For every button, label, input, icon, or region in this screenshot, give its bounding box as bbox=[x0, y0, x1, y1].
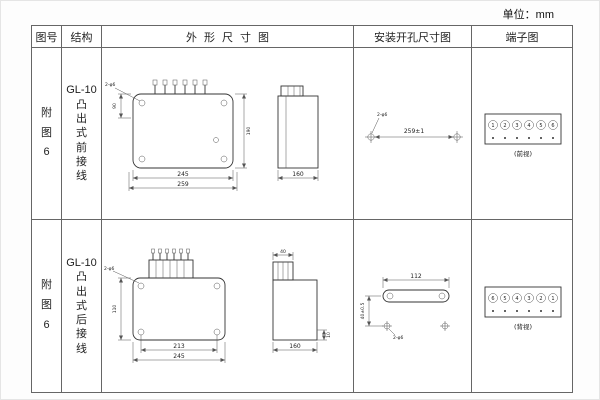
dim-width-outer-label: 245 bbox=[173, 353, 185, 360]
spec-table: 图号 结构 外形尺寸图 安装开孔尺寸图 端子图 附 图 6 GL-10 凸 出 … bbox=[31, 25, 573, 393]
side-view bbox=[277, 85, 318, 168]
dim-width-inner-label: 245 bbox=[177, 171, 189, 178]
front-view bbox=[132, 248, 225, 341]
terminal-number: 4 bbox=[515, 296, 518, 302]
hole-note: 2-φ6 bbox=[393, 335, 403, 341]
terminal-block: 1 2 3 4 5 6 (前视) bbox=[484, 113, 561, 158]
terminal-number: 6 bbox=[551, 123, 554, 129]
header-outline: 外形尺寸图 bbox=[102, 26, 354, 48]
terminal-diagram-row2: 6 5 4 3 2 1 (背视) bbox=[472, 220, 572, 392]
structure-row1: GL-10 凸 出 式 前 接 线 bbox=[62, 48, 102, 220]
terminal-rear-view-svg: 6 5 4 3 2 1 (背视) bbox=[484, 286, 561, 331]
terminal-number: 2 bbox=[503, 123, 506, 129]
dim-height-label: 40±0.5 bbox=[360, 303, 366, 320]
dim-width-inner-label: 213 bbox=[173, 343, 185, 350]
terminal-caption: (背视) bbox=[513, 322, 531, 331]
dimensions: 213 245 110 40 10 bbox=[104, 249, 332, 363]
terminal-diagram-row1: 1 2 3 4 5 6 (前视) bbox=[472, 48, 572, 220]
dimensions: 245 259 90 190 160 bbox=[105, 82, 318, 191]
outline-rear-wiring-svg: 213 245 110 40 10 bbox=[104, 248, 332, 363]
dim-height-top-label: 90 bbox=[112, 103, 118, 109]
hole-note: 2-φ6 bbox=[104, 266, 114, 272]
dim-width-outer-label: 259 bbox=[177, 181, 189, 188]
outline-front-wiring-svg: 245 259 90 190 160 bbox=[105, 79, 318, 191]
outline-drawing-row2: 213 245 110 40 10 bbox=[102, 220, 354, 392]
dim-block-label: 40 bbox=[280, 249, 286, 255]
terminal-number: 1 bbox=[491, 123, 494, 129]
header-figure-no: 图号 bbox=[32, 26, 62, 48]
install-front-wiring-svg: 259±1 2-φ6 bbox=[364, 112, 463, 143]
dim-depth-label: 160 bbox=[292, 171, 304, 178]
header-structure: 结构 bbox=[62, 26, 102, 48]
terminal-number: 3 bbox=[515, 123, 518, 129]
terminal-front-view-svg: 1 2 3 4 5 6 (前视) bbox=[484, 113, 561, 158]
terminal-number: 5 bbox=[503, 296, 506, 302]
side-view bbox=[272, 261, 317, 341]
header-terminal: 端子图 bbox=[472, 26, 572, 48]
hole-note: 2-φ6 bbox=[105, 82, 115, 88]
front-view bbox=[132, 79, 233, 168]
terminal-number: 2 bbox=[539, 296, 542, 302]
dim-depth-label: 160 bbox=[289, 343, 301, 350]
hole-note: 2-φ6 bbox=[377, 112, 387, 118]
dim-height-overall-label: 190 bbox=[246, 126, 252, 135]
dim-span-label: 259±1 bbox=[403, 128, 423, 135]
terminal-number: 3 bbox=[527, 296, 530, 302]
install-drawing-row1: 259±1 2-φ6 bbox=[354, 48, 472, 220]
terminal-block: 6 5 4 3 2 1 (背视) bbox=[484, 286, 561, 331]
dim-small-label: 10 bbox=[326, 332, 332, 338]
install-rear-wiring-svg: 112 40±0.5 2-φ6 bbox=[360, 273, 450, 341]
structure-row2: GL-10 凸 出 式 后 接 线 bbox=[62, 220, 102, 392]
figure-no-row1: 附 图 6 bbox=[32, 48, 62, 220]
terminal-caption: (前视) bbox=[513, 149, 531, 158]
unit-label: 单位：mm bbox=[502, 9, 554, 21]
outline-drawing-row1: 245 259 90 190 160 bbox=[102, 48, 354, 220]
terminal-number: 6 bbox=[491, 296, 494, 302]
terminal-number: 1 bbox=[551, 296, 554, 302]
terminal-number: 5 bbox=[539, 123, 542, 129]
cutout-and-holes: 112 40±0.5 2-φ6 bbox=[360, 273, 450, 341]
dim-height-overall-label: 110 bbox=[112, 305, 118, 314]
terminal-number: 4 bbox=[527, 123, 530, 129]
mounting-holes: 259±1 2-φ6 bbox=[364, 112, 463, 143]
header-install: 安装开孔尺寸图 bbox=[354, 26, 472, 48]
dim-span-label: 112 bbox=[410, 273, 422, 280]
figure-no-row2: 附 图 6 bbox=[32, 220, 62, 392]
install-drawing-row2: 112 40±0.5 2-φ6 bbox=[354, 220, 472, 392]
